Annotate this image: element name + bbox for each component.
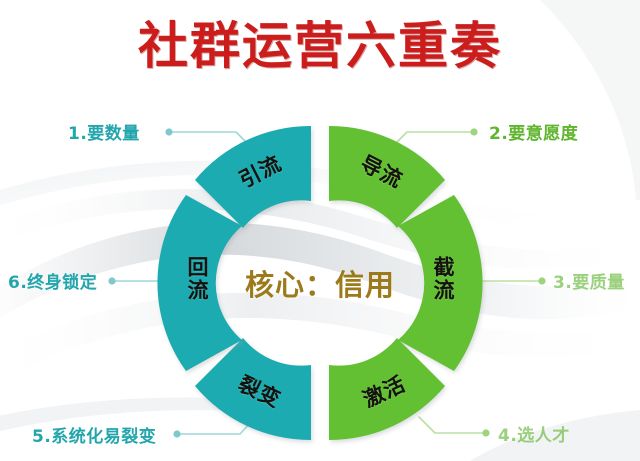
segment-label-huiliu: 回流	[185, 256, 209, 302]
callout-label-6: 6.终身锁定	[8, 273, 98, 293]
center-core-text: 核心：信用	[244, 268, 395, 302]
six-segment-wheel	[157, 125, 483, 441]
connector-4	[418, 416, 490, 437]
segment-label-jieliu: 截流	[431, 256, 455, 302]
segment-jihuo[interactable]	[329, 338, 445, 441]
segment-liebian[interactable]	[195, 338, 311, 441]
page-title: 社群运营六重奏	[138, 17, 502, 75]
segment-jieliu[interactable]	[398, 195, 483, 371]
callout-label-3: 3.要质量	[553, 273, 625, 293]
callout-label-4: 4.选人才	[498, 426, 570, 446]
segment-huiliu[interactable]	[157, 195, 242, 371]
callout-label-5: 5.系统化易裂变	[32, 427, 157, 447]
callout-label-2: 2.要意愿度	[489, 124, 579, 144]
callout-label-1: 1.要数量	[68, 124, 140, 144]
segment-yinliu[interactable]	[195, 125, 311, 228]
segment-daoliu[interactable]	[329, 125, 445, 228]
